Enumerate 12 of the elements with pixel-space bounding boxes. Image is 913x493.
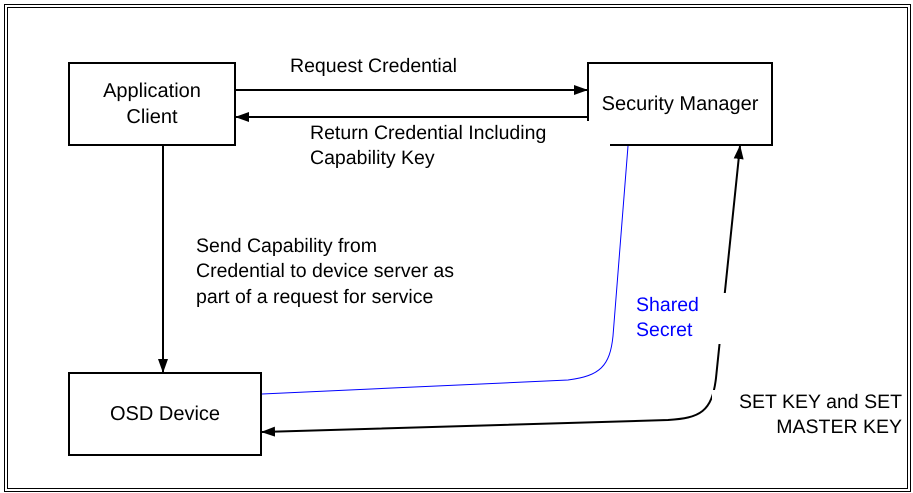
box-label: Application Client: [102, 79, 202, 130]
arrow: [158, 146, 168, 373]
box-label: Security Manager: [600, 92, 760, 117]
process-box: [587, 62, 773, 146]
edge-label: Shared Secret: [636, 293, 726, 344]
arrow: [236, 85, 588, 95]
process-box: [68, 62, 236, 146]
arrow: [235, 112, 587, 122]
box-label: OSD Device: [108, 402, 222, 427]
arrow: [261, 145, 744, 437]
connector-line: [262, 146, 628, 394]
process-box: [68, 372, 262, 456]
